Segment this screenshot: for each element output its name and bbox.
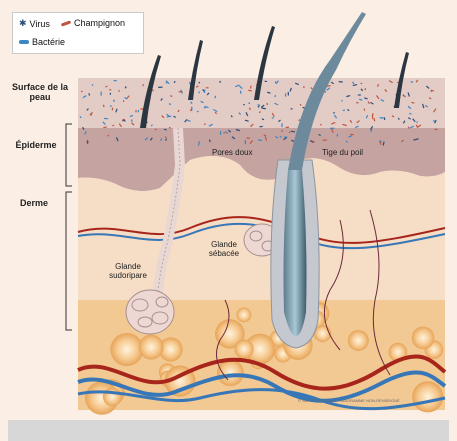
microbe <box>248 103 250 104</box>
epidermis-top-band <box>78 128 445 148</box>
microbe <box>330 128 334 129</box>
microbe <box>123 100 124 102</box>
dermis-bracket <box>66 192 72 330</box>
image-credit: © SANTÉ PUBLIQUE - DIAGRAMME NON-RENSEIG… <box>298 398 400 403</box>
fat-cell <box>110 333 143 366</box>
microbe <box>158 87 162 88</box>
label-dermis: Derme <box>12 198 56 208</box>
sweat-gland <box>126 290 174 334</box>
microbe <box>204 89 205 93</box>
virus-icon: ✱ <box>19 18 27 29</box>
legend: ✱ Virus Champignon Bactérie <box>12 12 144 54</box>
bottom-bar <box>8 420 449 441</box>
microbe <box>323 140 327 141</box>
microbe <box>288 92 289 96</box>
bacteria-icon <box>19 40 29 44</box>
fat-cell <box>412 326 435 349</box>
microbe <box>198 82 199 84</box>
microbe <box>435 129 438 130</box>
label-sebaceous-gland: Glande sébacée <box>204 240 244 258</box>
microbe <box>372 113 373 115</box>
microbe <box>131 119 132 121</box>
fat-cell <box>412 381 443 412</box>
microbe <box>265 81 268 82</box>
microbe <box>350 134 354 135</box>
legend-fungus: Champignon <box>61 18 125 28</box>
microbe <box>281 123 282 127</box>
fat-cell <box>348 330 369 351</box>
legend-bacteria: Bactérie <box>19 37 65 47</box>
fat-cell <box>217 359 244 386</box>
microbe <box>358 94 361 95</box>
microbe <box>114 80 117 81</box>
microbe <box>206 87 209 88</box>
microbe <box>285 93 286 96</box>
skin-surface-layer <box>78 78 445 128</box>
microbe <box>408 127 409 129</box>
fat-cell <box>236 307 251 322</box>
label-skin-surface: Surface de la peau <box>6 82 74 102</box>
microbe <box>245 140 246 144</box>
microbe <box>246 138 249 139</box>
fat-cell <box>103 387 122 406</box>
fat-cell <box>139 335 164 360</box>
microbe <box>372 115 373 119</box>
microbe <box>81 91 83 92</box>
microbe <box>243 104 245 105</box>
epidermis-bracket <box>66 124 72 186</box>
microbe <box>223 132 225 133</box>
microbe <box>138 110 139 112</box>
label-hair-shaft: Tige du poil <box>322 148 363 157</box>
label-epidermis: Épiderme <box>12 140 60 150</box>
fungus-icon <box>61 20 71 26</box>
label-pores: Pores doux <box>212 148 252 157</box>
fat-cell <box>234 339 253 358</box>
microbe <box>112 108 113 111</box>
microbe <box>135 110 136 112</box>
label-sweat-gland: Glande sudoripare <box>104 262 152 280</box>
microbe <box>101 92 102 96</box>
hair-root <box>284 170 307 336</box>
legend-virus: ✱ Virus <box>19 18 50 29</box>
